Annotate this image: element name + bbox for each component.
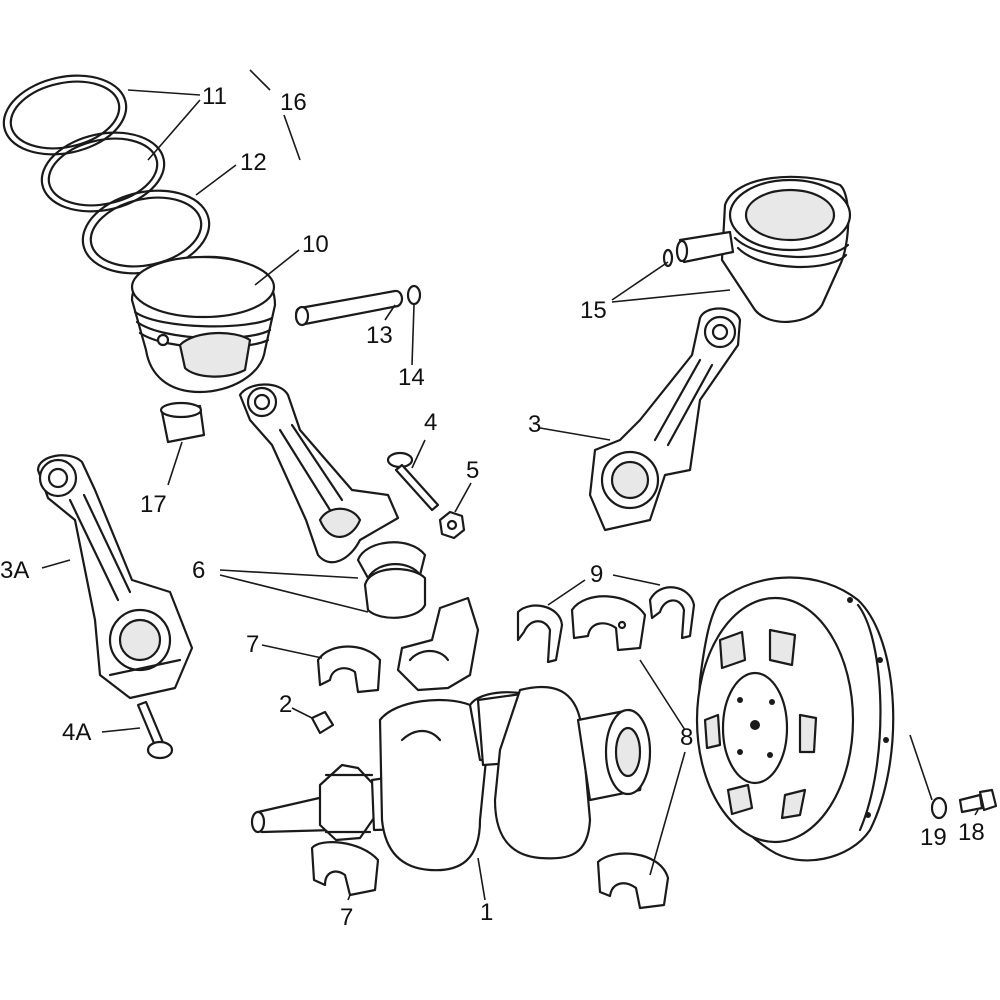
label-part-12: 12 — [240, 149, 267, 176]
big-end-bearing-lower — [363, 567, 427, 619]
thrust-washer-left — [516, 604, 564, 664]
label-part-1: 1 — [480, 899, 493, 926]
main-bearing-shell-8-lower — [596, 852, 670, 910]
circlip — [406, 284, 422, 306]
big-end-bearing-upper — [356, 541, 427, 580]
label-part-2: 2 — [279, 691, 292, 718]
label-part-11: 11 — [202, 83, 227, 110]
label-part-17: 17 — [140, 491, 167, 518]
label-part-6: 6 — [192, 557, 205, 584]
label-part-4: 4 — [424, 409, 437, 436]
label-part-15: 15 — [580, 297, 607, 324]
connecting-rod-3a — [36, 454, 194, 700]
label-part-13: 13 — [366, 322, 393, 349]
label-part-7-upper: 7 — [246, 631, 259, 658]
flywheel — [695, 576, 895, 862]
label-part-4a: 4A — [62, 719, 91, 746]
part-labels: 1 2 3 3A 4 4A 5 6 7 7 8 9 10 11 12 13 14… — [0, 83, 985, 931]
label-part-9: 9 — [590, 561, 603, 588]
con-rod-nut — [438, 510, 466, 540]
main-bearing-shell-8-upper — [570, 595, 647, 652]
label-part-7-lower: 7 — [340, 904, 353, 931]
piston-pin — [294, 289, 404, 327]
flywheel-bolt — [958, 788, 998, 814]
connecting-rod-3 — [588, 307, 742, 532]
label-part-3: 3 — [528, 411, 541, 438]
label-part-18: 18 — [958, 819, 985, 846]
label-part-3a: 3A — [0, 557, 29, 584]
crankshaft — [250, 685, 652, 872]
leader-lines — [41, 69, 979, 901]
oil-gallery-plug — [310, 710, 335, 735]
flywheel-washer — [930, 796, 948, 820]
con-rod-bolt-4a — [136, 700, 174, 760]
label-part-8: 8 — [680, 724, 693, 751]
main-bearing-cap — [396, 596, 480, 692]
piston-left — [130, 255, 277, 394]
label-part-16: 16 — [280, 89, 307, 116]
label-part-19: 19 — [920, 824, 947, 851]
thrust-washer-right — [648, 586, 696, 640]
main-bearing-shell-upper — [316, 645, 382, 694]
small-end-bush — [159, 401, 206, 444]
label-part-14: 14 — [398, 364, 425, 391]
label-part-10: 10 — [302, 231, 329, 258]
piston-right — [662, 175, 852, 323]
connecting-rod-center — [238, 383, 400, 564]
piston-ring-top — [2, 74, 128, 156]
label-part-5: 5 — [466, 457, 479, 484]
main-bearing-shell-lower — [310, 841, 380, 897]
con-rod-bolt — [386, 451, 440, 512]
